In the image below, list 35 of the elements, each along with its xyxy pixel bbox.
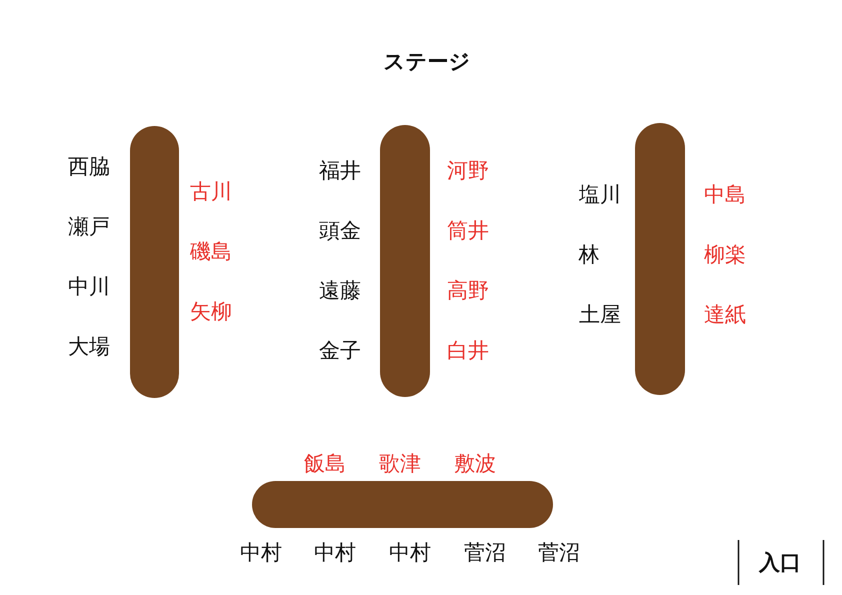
table-bar bbox=[130, 126, 179, 398]
seat-name: 中島 bbox=[704, 183, 746, 207]
seat-name: 塩川 bbox=[579, 183, 621, 207]
seat-name: 遠藤 bbox=[319, 279, 361, 303]
seat-name: 白井 bbox=[447, 339, 489, 363]
seat-name: 中村 bbox=[240, 541, 282, 565]
entrance-label: 入口 bbox=[759, 551, 801, 575]
table-bar bbox=[252, 481, 553, 528]
seat-name: 歌津 bbox=[379, 452, 421, 476]
seat-name: 瀬戸 bbox=[68, 215, 110, 239]
seat-name: 菅沼 bbox=[464, 541, 506, 565]
seat-name: 中村 bbox=[314, 541, 356, 565]
stage-title: ステージ bbox=[384, 50, 470, 74]
seat-name: 敷波 bbox=[454, 452, 496, 476]
seat-name: 菅沼 bbox=[538, 541, 580, 565]
seat-name: 磯島 bbox=[190, 240, 232, 264]
seat-name: 大場 bbox=[68, 335, 110, 359]
seat-name: 福井 bbox=[319, 159, 361, 183]
seat-name: 古川 bbox=[190, 180, 232, 204]
seat-name: 土屋 bbox=[579, 303, 621, 327]
seat-name: 中村 bbox=[389, 541, 431, 565]
seat-name: 柳楽 bbox=[704, 243, 746, 267]
seat-name: 筒井 bbox=[447, 219, 489, 243]
table-bar bbox=[380, 125, 430, 397]
seat-name: 頭金 bbox=[319, 219, 361, 243]
seat-name: 飯島 bbox=[304, 452, 346, 476]
table-bar bbox=[635, 123, 685, 395]
seat-name: 中川 bbox=[68, 275, 110, 299]
seat-name: 西脇 bbox=[68, 155, 110, 179]
seat-name: 矢柳 bbox=[190, 300, 232, 324]
seat-name: 河野 bbox=[447, 159, 489, 183]
seat-name: 高野 bbox=[447, 279, 489, 303]
seat-name: 金子 bbox=[319, 339, 361, 363]
seat-name: 達紙 bbox=[704, 303, 746, 327]
seat-name: 林 bbox=[578, 243, 600, 267]
